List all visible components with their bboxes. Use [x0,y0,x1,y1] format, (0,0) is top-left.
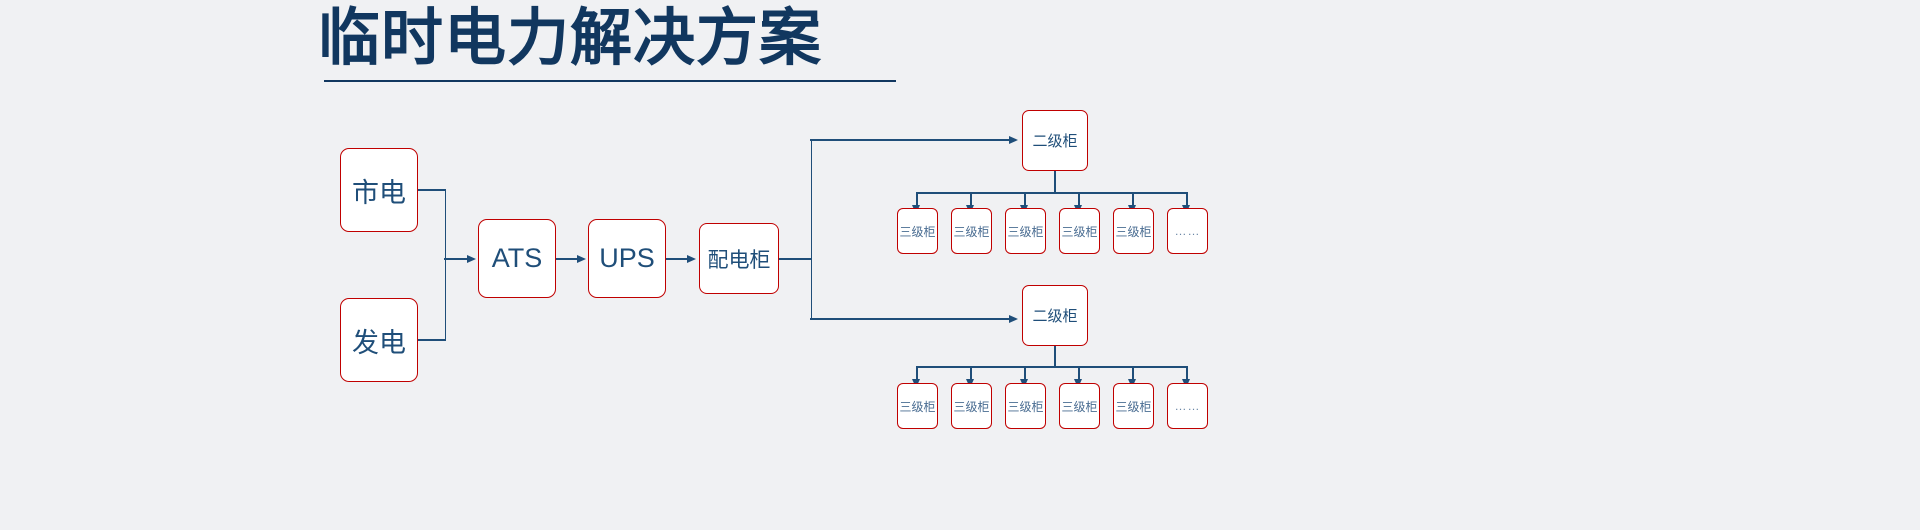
node-tertiary-cabinet[interactable]: 三级柜 [1113,208,1154,254]
connector-secondary-top-drop [1054,171,1056,193]
node-tertiary-cabinet[interactable]: 三级柜 [897,383,938,429]
node-tertiary-cabinet[interactable]: 三级柜 [1005,208,1046,254]
node-label: 市电 [352,177,406,208]
connector-distribution-out [779,258,812,260]
node-tertiary-more[interactable]: …… [1167,383,1208,429]
node-secondary-cabinet-bottom[interactable]: 二级柜 [1022,285,1088,346]
node-tertiary-cabinet[interactable]: 三级柜 [897,208,938,254]
node-secondary-cabinet-top[interactable]: 二级柜 [1022,110,1088,171]
connector-tertiary-top-drop-3 [1024,192,1026,206]
arrowhead-ats-to-ups [577,254,586,263]
node-label: 三级柜 [899,399,936,414]
node-label: …… [1174,224,1201,238]
node-label: 二级柜 [1032,308,1078,325]
connector-secondary-bottom-drop [1054,346,1056,367]
node-tertiary-cabinet[interactable]: 三级柜 [1113,383,1154,429]
node-ats[interactable]: ATS [478,219,556,298]
node-tertiary-cabinet[interactable]: 三级柜 [1059,383,1100,429]
connector-source-bus [444,189,447,340]
title-underline [324,80,896,82]
node-label: 三级柜 [1061,399,1098,414]
connector-tertiary-bottom-drop-5 [1132,366,1134,380]
connector-tertiary-bottom-drop-6 [1186,366,1188,380]
arrowhead-to-secondary-top [1009,135,1018,144]
node-label: 三级柜 [1061,224,1098,239]
node-label: ATS [491,243,543,273]
connector-generator-to-bus [418,339,446,341]
arrowhead-bus-to-ats [467,254,476,263]
connector-tertiary-bottom-drop-1 [916,366,918,380]
connector-to-secondary-top [810,139,1010,141]
connector-ats-to-ups [556,258,578,260]
page-title: 临时电力解决方案 [318,4,823,73]
arrowhead-ups-to-distribution [687,254,696,263]
title-block: 临时电力解决方案 [318,2,1018,92]
node-generator[interactable]: 发电 [340,298,418,382]
connector-tertiary-top-drop-1 [916,192,918,206]
node-label: 三级柜 [899,224,936,239]
connector-bus-to-ats [444,258,468,260]
connector-tertiary-top-drop-4 [1078,192,1080,206]
node-label: 三级柜 [1115,399,1152,414]
node-label: UPS [599,243,655,273]
connector-tertiary-bottom-drop-4 [1078,366,1080,380]
node-label: 三级柜 [1115,224,1152,239]
arrowhead-to-secondary-bottom [1009,314,1018,323]
connector-tertiary-top-bus [916,192,1187,194]
node-label: 三级柜 [1007,224,1044,239]
node-label: …… [1174,399,1201,413]
node-distribution-cabinet[interactable]: 配电柜 [699,223,779,294]
node-label: 配电柜 [707,248,771,272]
node-tertiary-cabinet[interactable]: 三级柜 [951,383,992,429]
node-mains-power[interactable]: 市电 [340,148,418,232]
connector-tertiary-top-drop-5 [1132,192,1134,206]
connector-tertiary-bottom-drop-3 [1024,366,1026,380]
connector-tertiary-top-drop-6 [1186,192,1188,206]
node-label: 二级柜 [1032,133,1078,150]
connector-tertiary-bottom-bus [916,366,1187,368]
connector-secondary-riser [810,139,813,319]
connector-tertiary-top-drop-2 [970,192,972,206]
node-tertiary-cabinet[interactable]: 三级柜 [1059,208,1100,254]
node-label: 发电 [352,327,406,358]
node-label: 三级柜 [953,399,990,414]
connector-ups-to-distribution [666,258,688,260]
node-label: 三级柜 [1007,399,1044,414]
node-tertiary-cabinet[interactable]: 三级柜 [1005,383,1046,429]
node-ups[interactable]: UPS [588,219,666,298]
node-tertiary-more[interactable]: …… [1167,208,1208,254]
connector-tertiary-bottom-drop-2 [970,366,972,380]
connector-to-secondary-bottom [810,318,1010,320]
connector-mains-to-bus [418,189,446,191]
node-tertiary-cabinet[interactable]: 三级柜 [951,208,992,254]
node-label: 三级柜 [953,224,990,239]
